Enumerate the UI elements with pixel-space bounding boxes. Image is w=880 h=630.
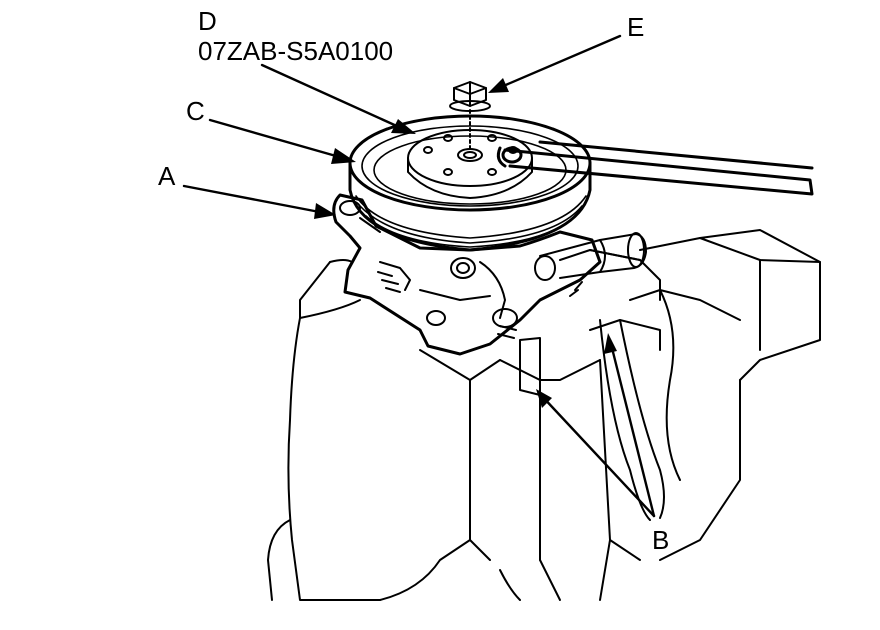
pump-bracket — [332, 193, 602, 356]
leader-b1 — [538, 392, 656, 518]
hose-fitting — [534, 232, 647, 281]
callout-d-part-number: 07ZAB-S5A0100 — [198, 36, 394, 66]
engine-block — [267, 229, 821, 601]
leader-b2 — [608, 338, 656, 518]
leader-d — [260, 63, 412, 134]
arrowhead-a — [314, 203, 336, 219]
arrowhead-e — [488, 78, 509, 93]
pulley-holder-tool — [496, 140, 814, 196]
leader-c — [208, 118, 352, 162]
leader-arrowheads — [314, 78, 617, 408]
callout-a: A — [158, 161, 176, 191]
arrowhead-d — [391, 119, 416, 134]
callout-c: C — [186, 96, 205, 126]
callout-b: B — [652, 525, 670, 555]
pump-body-details — [339, 200, 583, 339]
leader-a — [182, 184, 332, 216]
leader-e — [492, 34, 622, 92]
callout-d: D — [198, 6, 217, 36]
leader-lines — [182, 34, 656, 518]
arrowhead-b2 — [604, 333, 617, 354]
arrowhead-c — [331, 148, 356, 164]
flange-nut — [449, 81, 491, 153]
arrowhead-b1 — [536, 389, 552, 408]
callout-e: E — [627, 12, 645, 42]
